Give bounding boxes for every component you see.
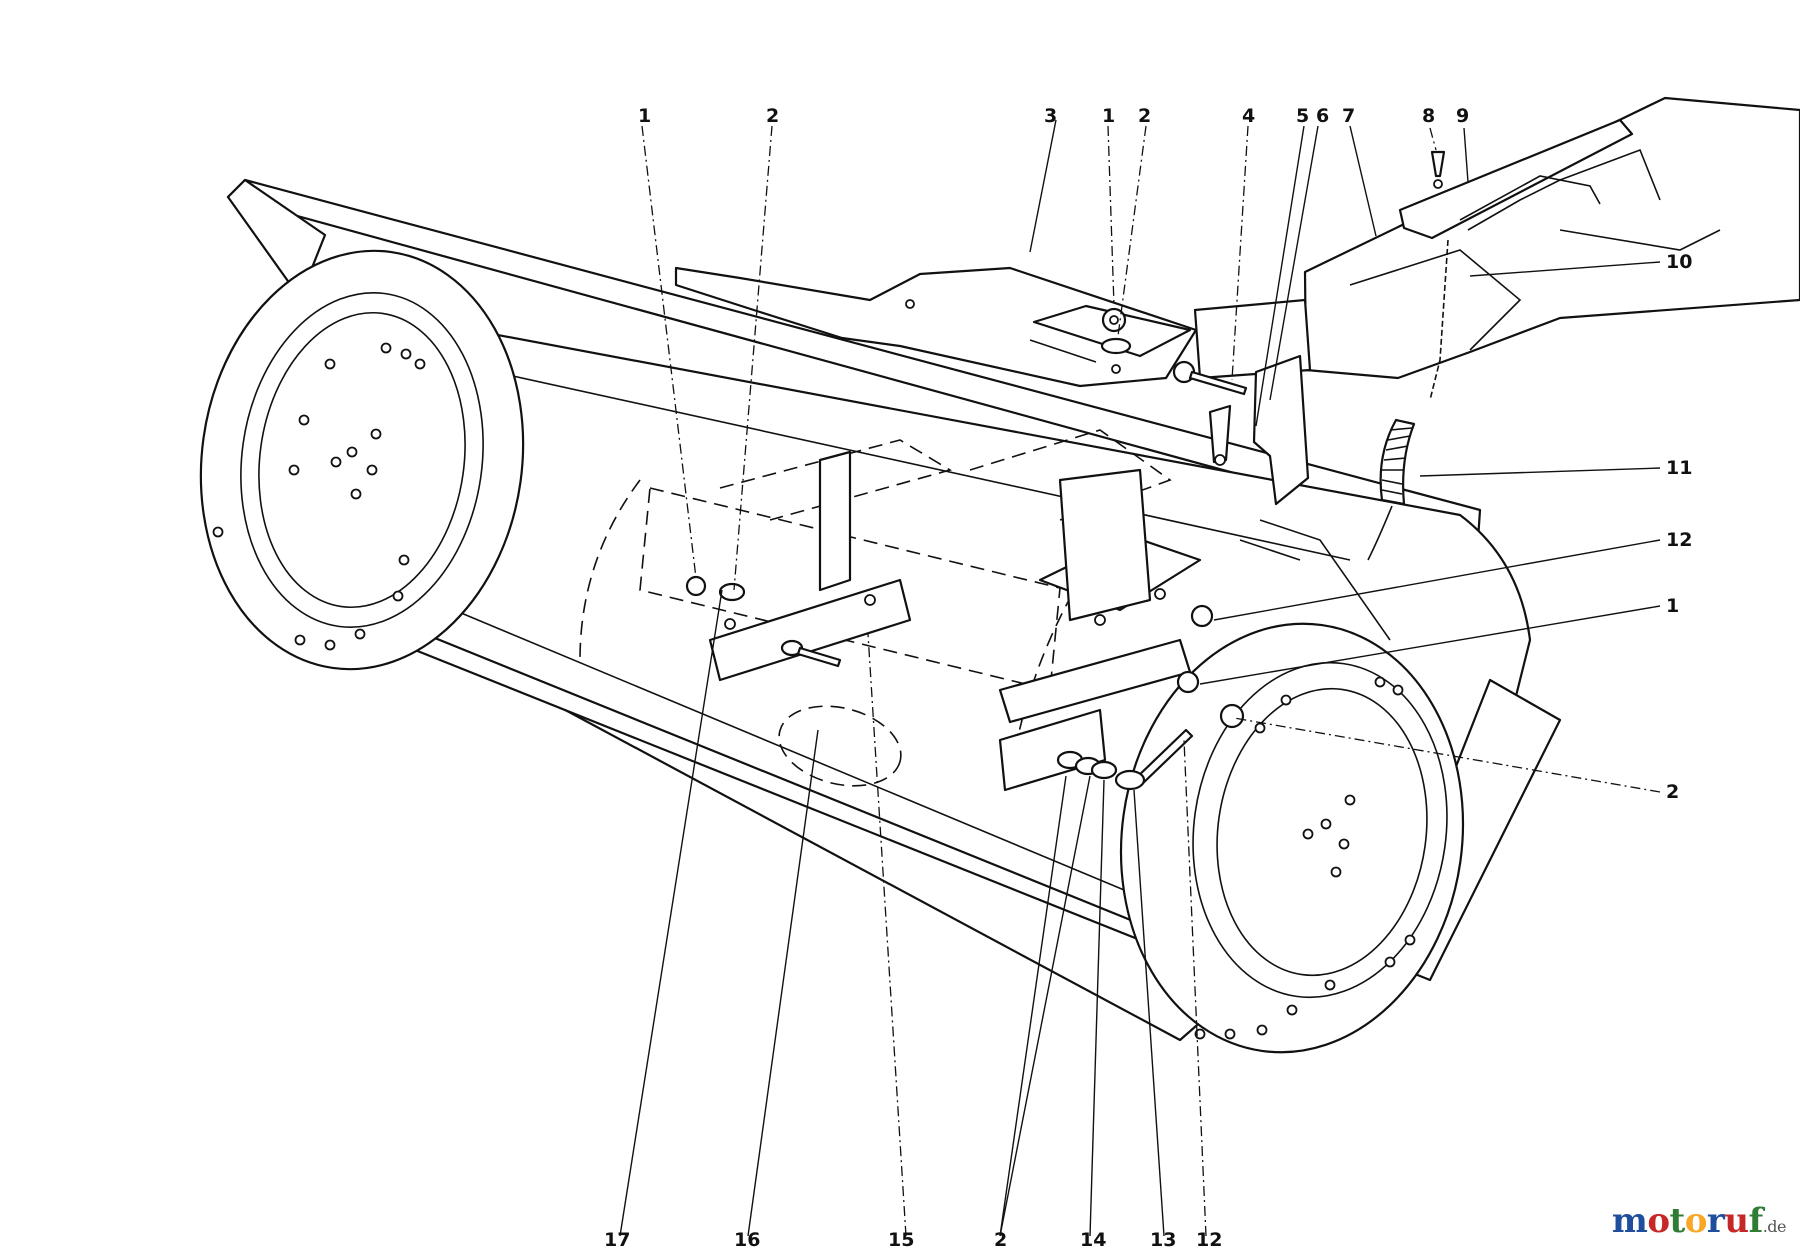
hitch-plates xyxy=(639,429,1391,792)
callout-1: 1 xyxy=(638,105,651,127)
logo-tld: .de xyxy=(1762,1217,1787,1236)
part-9-bracket xyxy=(1398,118,1634,240)
part-4-bolt xyxy=(1172,360,1248,396)
callout-1: 1 xyxy=(1666,595,1679,617)
logo-letter: o xyxy=(1647,1201,1670,1241)
logo-letter: f xyxy=(1748,1201,1764,1241)
logo-letter: t xyxy=(1669,1201,1686,1241)
callout-2: 2 xyxy=(1138,105,1151,127)
callout-7: 7 xyxy=(1342,105,1355,127)
callout-labels: 1 2 3 1 2 4 5 6 7 8 9 10 11 12 1 2 17 16… xyxy=(604,105,1692,1251)
callout-12: 12 xyxy=(1196,1229,1222,1251)
callout-4: 4 xyxy=(1242,105,1255,127)
logo-letter: m xyxy=(1611,1201,1648,1241)
motoruf-watermark-logo: motoruf.de xyxy=(1611,1201,1787,1241)
nut-washer-top xyxy=(1100,307,1132,374)
right-side-plate xyxy=(1119,622,1562,1054)
leader-lines xyxy=(619,119,1661,1237)
logo-letter: o xyxy=(1684,1201,1708,1241)
part-8-bolt xyxy=(1430,150,1446,189)
part-5-6-bracket xyxy=(1208,354,1310,506)
lower-hardware xyxy=(685,575,1245,791)
callout-15: 15 xyxy=(888,1229,914,1251)
callout-2: 2 xyxy=(766,105,779,127)
callout-1: 1 xyxy=(1102,105,1115,127)
callout-2: 2 xyxy=(1666,781,1679,803)
callout-14: 14 xyxy=(1080,1229,1106,1251)
callout-13: 13 xyxy=(1150,1229,1176,1251)
callout-8: 8 xyxy=(1422,105,1435,127)
callout-17: 17 xyxy=(604,1229,630,1251)
tractor-frame xyxy=(1193,96,1800,380)
callout-16: 16 xyxy=(734,1229,760,1251)
callout-5: 5 xyxy=(1296,105,1309,127)
callout-12: 12 xyxy=(1666,529,1692,551)
part-11-spring xyxy=(1367,418,1416,561)
callout-6: 6 xyxy=(1316,105,1329,127)
left-side-plate xyxy=(199,249,525,671)
callout-2: 2 xyxy=(994,1229,1007,1251)
logo-letter: r xyxy=(1706,1201,1725,1241)
callout-11: 11 xyxy=(1666,457,1692,479)
callout-9: 9 xyxy=(1456,105,1469,127)
callout-10: 10 xyxy=(1666,251,1692,273)
part-10-chain xyxy=(1429,175,1601,401)
logo-letter: u xyxy=(1724,1201,1749,1241)
callout-3: 3 xyxy=(1044,105,1057,127)
